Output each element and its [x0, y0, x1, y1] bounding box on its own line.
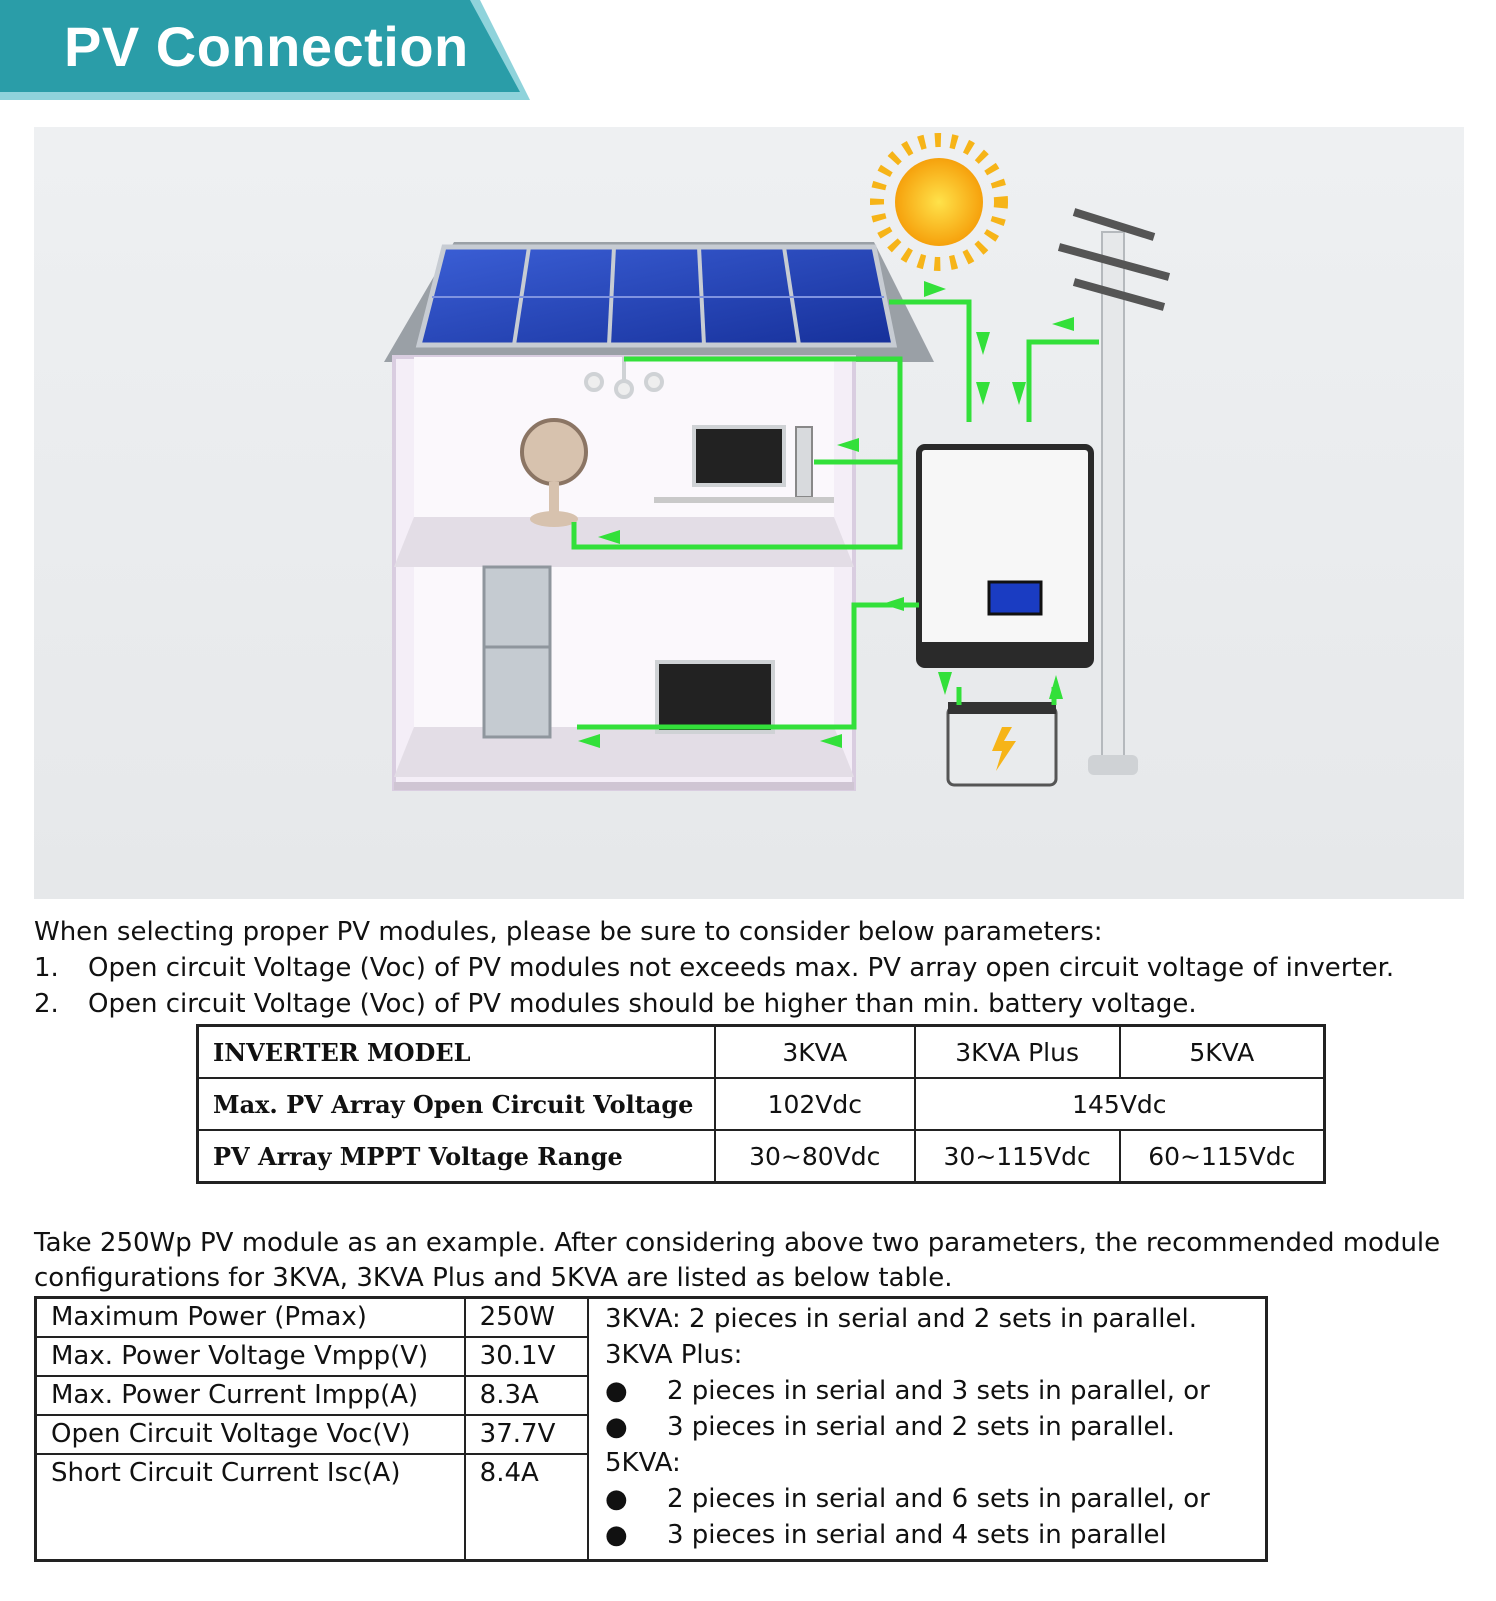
bullet-icon: ●	[604, 1376, 628, 1406]
inverter	[916, 444, 1094, 668]
inverter-spec-table: INVERTER MODEL 3KVA 3KVA Plus 5KVA Max. …	[196, 1024, 1326, 1184]
table-cell: 60~115Vdc	[1118, 1129, 1326, 1184]
flow-arrows	[578, 281, 1074, 748]
table-row: Max. Power Voltage Vmpp(V) 30.1V	[34, 1336, 1267, 1377]
list-text: 2 pieces in serial and 3 sets in paralle…	[666, 1376, 1210, 1406]
table-row: INVERTER MODEL 3KVA 3KVA Plus 5KVA	[196, 1024, 1326, 1079]
list-text: Open circuit Voltage (Voc) of PV modules…	[88, 989, 1197, 1019]
table-cell: 8.4A	[463, 1453, 589, 1562]
battery	[946, 702, 1058, 787]
table-label-cell: Open Circuit Voltage Voc(V)	[34, 1414, 466, 1455]
table-header-cell: INVERTER MODEL	[196, 1024, 716, 1079]
config-5kva-heading: 5KVA:	[604, 1448, 681, 1478]
solar-panel	[415, 244, 898, 348]
list-item: 1. Open circuit Voltage (Voc) of PV modu…	[34, 950, 1394, 986]
bullet-icon: ●	[604, 1484, 628, 1514]
table-cell: 250W	[463, 1296, 589, 1338]
table-row: Maximum Power (Pmax) 250W 3KVA: 2 pieces…	[34, 1296, 1268, 1562]
table-row: PV Array MPPT Voltage Range 30~80Vdc 30~…	[196, 1129, 1326, 1184]
list-item: ● 2 pieces in serial and 6 sets in paral…	[605, 1481, 1249, 1517]
list-number: 1.	[34, 953, 59, 983]
list-item: ● 3 pieces in serial and 4 sets in paral…	[605, 1517, 1249, 1553]
table-header-cell: 3KVA	[713, 1024, 916, 1079]
config-3kva: 3KVA: 2 pieces in serial and 2 sets in p…	[604, 1304, 1198, 1334]
pv-system-illustration	[34, 127, 1464, 899]
table-cell: 145Vdc	[913, 1077, 1326, 1131]
list-text: 3 pieces in serial and 2 sets in paralle…	[666, 1412, 1175, 1442]
table-row: Open Circuit Voltage Voc(V) 37.7V	[34, 1414, 1267, 1455]
config-3kva-plus-heading: 3KVA Plus:	[604, 1340, 743, 1370]
list-text: 3 pieces in serial and 4 sets in paralle…	[666, 1520, 1167, 1550]
list-text: 2 pieces in serial and 6 sets in paralle…	[666, 1484, 1210, 1514]
table-row: Short Circuit Current Isc(A) 8.4A	[34, 1453, 1267, 1562]
example-paragraph: Take 250Wp PV module as an example. Afte…	[34, 1228, 1441, 1293]
bullet-icon: ●	[604, 1412, 628, 1442]
table-row: Max. Power Current Impp(A) 8.3A	[34, 1375, 1267, 1416]
table-label-cell: Max. Power Voltage Vmpp(V)	[34, 1336, 466, 1377]
table-label-cell: PV Array MPPT Voltage Range	[196, 1129, 716, 1184]
module-config-table: Maximum Power (Pmax) 250W 3KVA: 2 pieces…	[34, 1296, 1268, 1562]
list-number: 2.	[34, 989, 59, 1019]
table-label-cell: Maximum Power (Pmax)	[34, 1296, 466, 1338]
table-cell: 102Vdc	[713, 1077, 916, 1131]
table-row: Max. PV Array Open Circuit Voltage 102Vd…	[196, 1077, 1326, 1131]
table-header-cell: 3KVA Plus	[913, 1024, 1121, 1079]
list-item: 2. Open circuit Voltage (Voc) of PV modu…	[34, 986, 1394, 1022]
intro-text: When selecting proper PV modules, please…	[34, 914, 1394, 1022]
header-banner	[0, 0, 530, 100]
list-item: ● 3 pieces in serial and 2 sets in paral…	[605, 1409, 1249, 1445]
table-label-cell: Max. PV Array Open Circuit Voltage	[196, 1077, 716, 1131]
intro-lead: When selecting proper PV modules, please…	[34, 917, 1103, 947]
table-cell: 30~80Vdc	[713, 1129, 916, 1184]
page-title: PV Connection	[64, 15, 469, 78]
list-item: ● 2 pieces in serial and 3 sets in paral…	[605, 1373, 1249, 1409]
sun-icon	[870, 133, 1008, 271]
configuration-cell: 3KVA: 2 pieces in serial and 2 sets in p…	[586, 1296, 1268, 1562]
table-label-cell: Short Circuit Current Isc(A)	[34, 1453, 466, 1562]
table-header-cell: 5KVA	[1118, 1024, 1326, 1079]
table-cell: 37.7V	[463, 1414, 589, 1455]
table-cell: 8.3A	[463, 1375, 589, 1416]
bullet-icon: ●	[604, 1520, 628, 1550]
utility-pole	[1057, 208, 1171, 775]
table-cell: 30~115Vdc	[913, 1129, 1121, 1184]
list-text: Open circuit Voltage (Voc) of PV modules…	[88, 953, 1395, 983]
table-cell: 30.1V	[463, 1336, 589, 1377]
table-label-cell: Max. Power Current Impp(A)	[34, 1375, 466, 1416]
appliances	[482, 357, 834, 739]
